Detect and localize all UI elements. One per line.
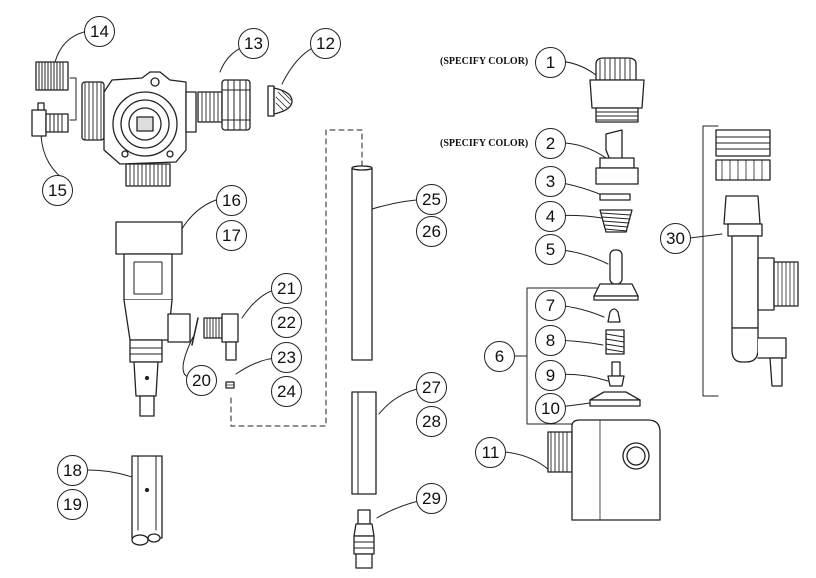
callout-2: 2 xyxy=(535,128,566,159)
callout-26: 26 xyxy=(416,216,447,247)
callout-6: 6 xyxy=(484,341,515,372)
specify-color-note-1: (SPECIFY COLOR) xyxy=(440,56,529,67)
part-12-screen xyxy=(267,85,293,117)
callout-12: 12 xyxy=(310,28,341,59)
part-20-o-ring xyxy=(191,317,199,346)
part-18-tube xyxy=(131,455,163,546)
part-27-sleeve xyxy=(351,391,377,495)
part-13-coupling xyxy=(197,79,251,131)
callout-20: 20 xyxy=(186,365,217,396)
callout-14: 14 xyxy=(84,16,115,47)
callout-28: 28 xyxy=(416,406,447,437)
part-29-barb xyxy=(353,509,375,569)
callout-13: 13 xyxy=(238,28,269,59)
specify-color-note-2: (SPECIFY COLOR) xyxy=(440,138,529,149)
callout-8: 8 xyxy=(535,325,566,356)
callout-18: 18 xyxy=(57,455,88,486)
part-21-elbow xyxy=(203,313,239,361)
callout-17: 17 xyxy=(216,220,247,251)
part-9-plunger xyxy=(607,361,625,387)
callout-30: 30 xyxy=(660,223,691,254)
part-10-disc xyxy=(589,391,641,407)
part-1-cap xyxy=(589,57,645,123)
callout-25: 25 xyxy=(416,184,447,215)
callout-3: 3 xyxy=(535,166,566,197)
callout-10: 10 xyxy=(535,393,566,424)
callout-24: 24 xyxy=(271,376,302,407)
part-3-washer xyxy=(599,193,631,201)
callout-29: 29 xyxy=(416,483,447,514)
part-15-plug xyxy=(31,102,69,137)
callout-21: 21 xyxy=(271,273,302,304)
callout-1: 1 xyxy=(535,47,566,78)
part-8-spring xyxy=(605,329,625,355)
callout-7: 7 xyxy=(535,290,566,321)
callout-27: 27 xyxy=(416,372,447,403)
part-14-threaded-nipple xyxy=(35,61,69,91)
callout-15: 15 xyxy=(42,175,73,206)
callout-11: 11 xyxy=(475,437,506,468)
part-16-body xyxy=(115,221,191,417)
part-5-poppet xyxy=(593,249,639,301)
part-7-cap xyxy=(607,308,621,323)
callout-9: 9 xyxy=(535,360,566,391)
callout-19: 19 xyxy=(57,489,88,520)
callout-5: 5 xyxy=(535,234,566,265)
dashed-connections xyxy=(230,127,704,427)
bracket-lines xyxy=(69,77,719,425)
callout-23: 23 xyxy=(271,342,302,373)
part-30-assembly xyxy=(715,129,799,387)
part-4-spring xyxy=(599,209,633,233)
callout-16: 16 xyxy=(216,185,247,216)
part-23-screw xyxy=(225,381,235,389)
part-25-tube xyxy=(351,165,373,361)
callout-4: 4 xyxy=(535,201,566,232)
part-11-housing xyxy=(547,419,661,521)
valve-body xyxy=(81,71,197,187)
part-2-stem xyxy=(595,129,639,185)
callout-22: 22 xyxy=(271,307,302,338)
